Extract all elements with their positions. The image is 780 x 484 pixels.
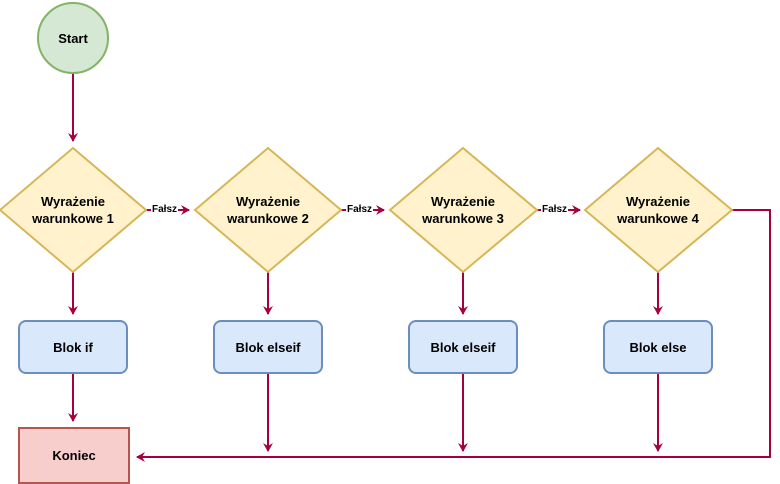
condition-node-4 [583, 146, 734, 274]
block-if-node [18, 320, 128, 374]
start-label: Start [58, 30, 88, 46]
end-label: Koniec [52, 448, 96, 463]
block-elseif-label-1: Blok elseif [235, 339, 301, 355]
condition-label-3: Wyrażenie warunkowe 3 [422, 194, 504, 226]
block-if-label: Blok if [53, 339, 93, 355]
condition-label-4: Wyrażenie warunkowe 4 [617, 194, 699, 226]
block-else-label: Blok else [629, 339, 687, 355]
block-elseif-node-2 [408, 320, 518, 374]
start-node [37, 2, 109, 74]
condition-node-3 [388, 146, 539, 274]
condition-label-2: Wyrażenie warunkowe 2 [227, 194, 309, 226]
condition-label-1: Wyrażenie warunkowe 1 [32, 194, 114, 226]
edge-label-false-2: Fałsz [346, 204, 374, 216]
block-else-node [603, 320, 713, 374]
edge-label-false-3: Fałsz [541, 204, 569, 216]
end-node [18, 427, 130, 484]
edge-cond4-to-end [136, 209, 771, 462]
block-elseif-node-1 [213, 320, 323, 374]
condition-node-1 [0, 146, 148, 274]
block-elseif-label-2: Blok elseif [430, 339, 496, 355]
edge-label-false-1: Fałsz [151, 204, 179, 216]
condition-node-2 [193, 146, 343, 274]
